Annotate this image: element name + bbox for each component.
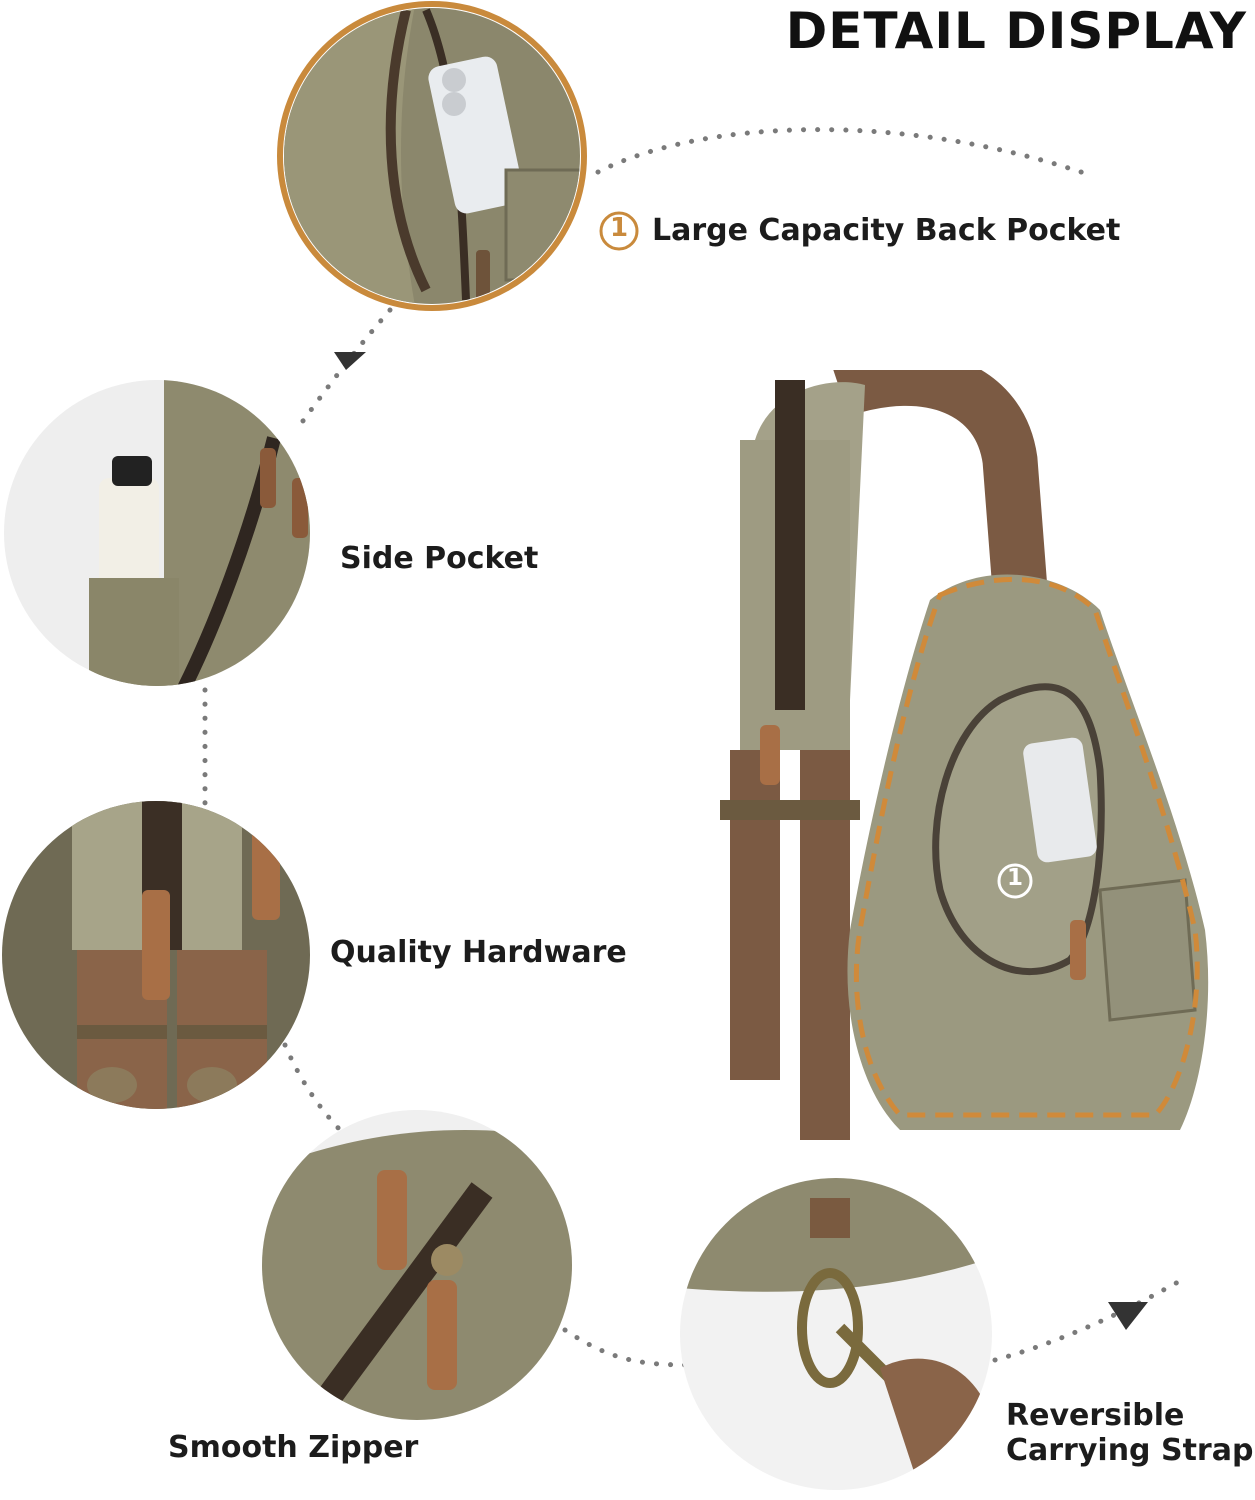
strap-label-line2: Carrying Strap [1006, 1433, 1254, 1468]
strap-detail-image [680, 1178, 992, 1490]
sling-bag-product-image [700, 370, 1220, 1160]
connector-top-to-side [297, 307, 393, 428]
back-pocket-label: Large Capacity Back Pocket [652, 213, 1121, 248]
connector-strap-right [992, 1279, 1181, 1363]
hardware-label: Quality Hardware [330, 935, 627, 970]
zipper-label: Smooth Zipper [168, 1430, 419, 1465]
strap-label-line1: Reversible [1006, 1398, 1185, 1433]
hardware-detail-image [2, 800, 310, 1110]
marker-1-icon: 1 [598, 210, 640, 252]
zipper-detail-image [262, 1110, 572, 1420]
arrow-down-left-icon [334, 352, 366, 370]
connector-hardware-to-zipper [282, 1042, 348, 1138]
connector-top-arc [595, 127, 1093, 178]
connector-zipper-to-strap [562, 1327, 693, 1368]
back-pocket-detail-image [276, 0, 588, 312]
marker-1-number: 1 [609, 213, 629, 243]
arrow-up-right-icon [1108, 1302, 1148, 1330]
bag-marker-1-number: 1 [1006, 865, 1023, 891]
side-pocket-label: Side Pocket [340, 541, 539, 576]
side-pocket-detail-image [4, 378, 310, 688]
page-title: DETAIL DISPLAY [785, 2, 1247, 60]
bag-marker-1-icon: 1 [996, 862, 1034, 900]
